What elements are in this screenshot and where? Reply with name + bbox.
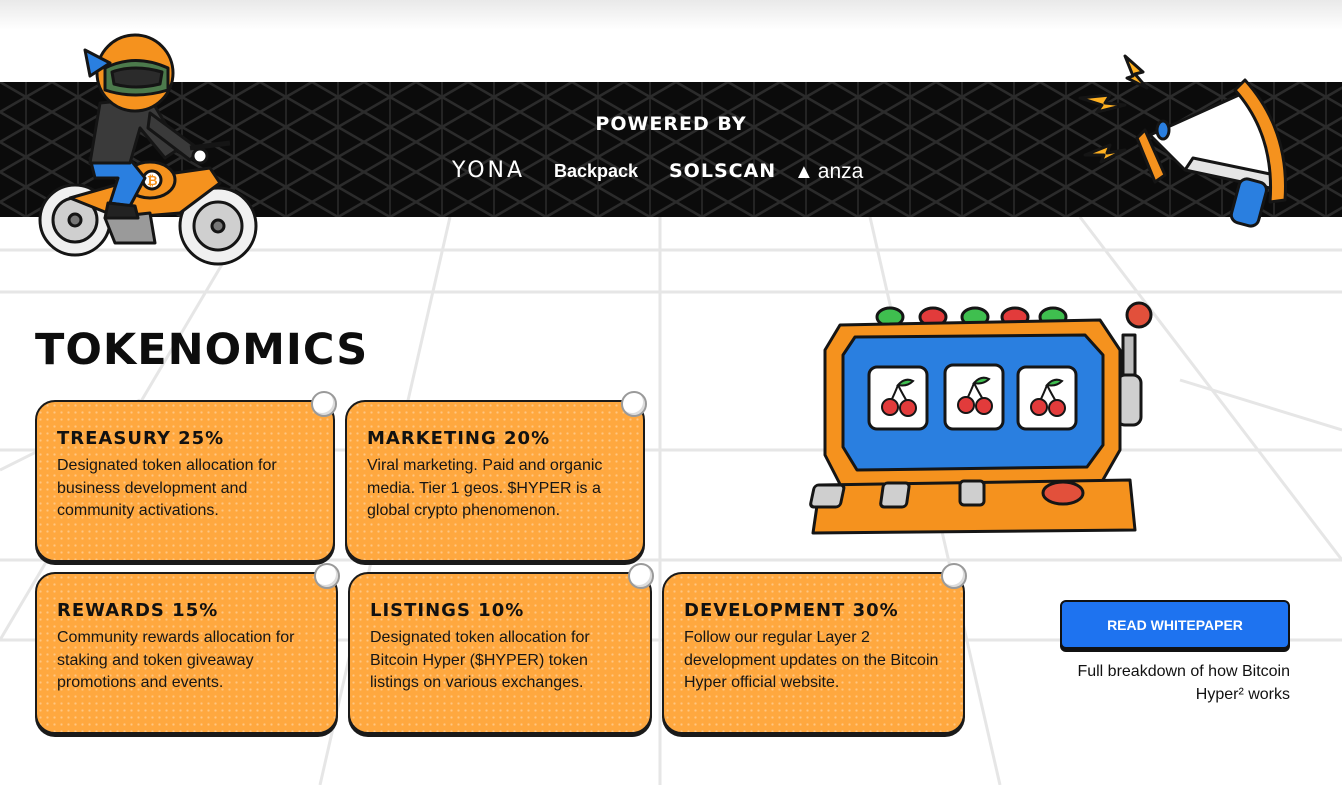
partner-logo-solscan[interactable]: SOLSCAN bbox=[669, 160, 777, 182]
pin-icon bbox=[314, 563, 340, 589]
tokenomics-heading: TOKENOMICS bbox=[35, 325, 369, 375]
top-shadow bbox=[0, 0, 1342, 30]
pin-icon bbox=[941, 563, 967, 589]
card-text: Designated token allocation for Bitcoin … bbox=[370, 629, 590, 691]
anza-logo-icon: ▲ bbox=[794, 161, 814, 183]
megaphone-illustration bbox=[1078, 54, 1287, 228]
whitepaper-note: Full breakdown of how Bitcoin Hyper² wor… bbox=[1077, 663, 1290, 703]
card-text: Follow our regular Layer 2 development u… bbox=[684, 629, 939, 691]
partner-logo-backpack[interactable]: Backpack bbox=[554, 161, 639, 181]
card-text: Community rewards allocation for staking… bbox=[57, 629, 295, 691]
cherry-icon bbox=[957, 376, 993, 415]
tokenomics-card-marketing: MARKETING 20% Viral marketing. Paid and … bbox=[345, 391, 647, 562]
pin-icon bbox=[621, 391, 647, 417]
pin-icon bbox=[311, 391, 337, 417]
partner-logo-yona[interactable]: YONA bbox=[452, 158, 526, 183]
pin-icon bbox=[628, 563, 654, 589]
card-title: DEVELOPMENT 30% bbox=[684, 600, 899, 621]
tokenomics-card-development: DEVELOPMENT 30% Follow our regular Layer… bbox=[662, 563, 967, 734]
partner-logo-anza[interactable]: ▲anza bbox=[794, 160, 863, 184]
tokenomics-card-treasury: TREASURY 25% Designated token allocation… bbox=[35, 391, 337, 562]
cherry-icon bbox=[881, 378, 917, 417]
tokenomics-card-listings: LISTINGS 10% Designated token allocation… bbox=[348, 563, 654, 734]
bitcoin-rider-illustration: ₿ bbox=[38, 33, 258, 266]
card-title: TREASURY 25% bbox=[57, 428, 225, 449]
tokenomics-card-rewards: REWARDS 15% Community rewards allocation… bbox=[35, 563, 340, 734]
card-title: MARKETING 20% bbox=[367, 428, 551, 449]
card-title: LISTINGS 10% bbox=[370, 600, 525, 621]
card-text: Viral marketing. Paid and organic media.… bbox=[367, 457, 603, 519]
read-whitepaper-button[interactable]: READ WHITEPAPER bbox=[1060, 600, 1290, 649]
partner-logo-anza-text: anza bbox=[817, 160, 864, 183]
slot-machine-illustration bbox=[809, 301, 1153, 535]
cherry-icon bbox=[1030, 378, 1066, 417]
powered-by-label: POWERED BY bbox=[595, 113, 747, 135]
card-title: REWARDS 15% bbox=[57, 600, 219, 621]
svg-text:₿: ₿ bbox=[147, 174, 158, 189]
partner-logos: YONA Backpack SOLSCAN ▲anza bbox=[450, 158, 880, 190]
card-text: Designated token allocation for business… bbox=[57, 457, 277, 519]
